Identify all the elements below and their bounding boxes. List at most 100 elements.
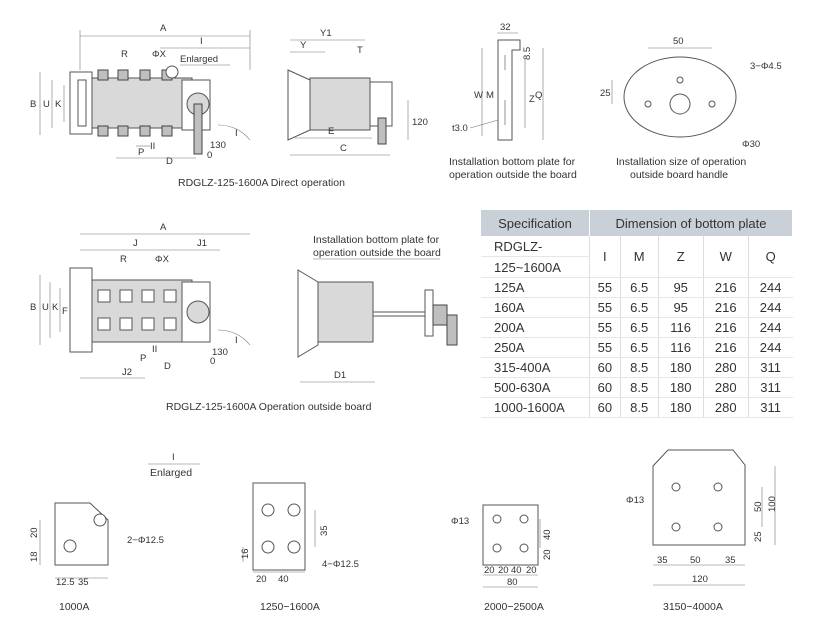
dim-label-d2: D bbox=[164, 361, 171, 372]
col-header-i: I bbox=[589, 236, 621, 278]
spec-cell: 250A bbox=[481, 337, 590, 358]
side-view-drawing: Y1 Y T E C 120 bbox=[287, 28, 428, 156]
enlarged-key-label: Enlarged bbox=[150, 467, 192, 479]
dim-label-130: 130 bbox=[210, 140, 226, 151]
t2000-d40: 40 bbox=[542, 529, 553, 540]
enlarged-key-i: I bbox=[172, 452, 175, 463]
t1000-caption: 1000A bbox=[59, 601, 89, 613]
t2000-caption: 2000−2500A bbox=[484, 601, 544, 613]
t3150-d35a: 35 bbox=[657, 555, 668, 566]
t1250-caption: 1250−1600A bbox=[260, 601, 320, 613]
value-cell-m: 6.5 bbox=[620, 297, 659, 318]
t3150-d25: 25 bbox=[753, 531, 764, 542]
t1000-d125: 12.5 bbox=[56, 577, 75, 588]
t1000-d20: 20 bbox=[29, 527, 40, 538]
dim-label-z: Z bbox=[529, 94, 535, 105]
spec-cell: 1000-1600A bbox=[481, 397, 590, 418]
dim-label-phix2: ΦX bbox=[155, 254, 170, 265]
terminal-1250-1600a: 35 16 20 40 4−Φ12.5 1250−1600A bbox=[240, 482, 359, 613]
t3150-d50b: 50 bbox=[690, 555, 701, 566]
value-cell-z: 180 bbox=[658, 357, 704, 378]
value-cell-w: 216 bbox=[703, 317, 749, 338]
table-model-row-2: 125~1600A bbox=[481, 256, 793, 278]
enlarged-label: Enlarged bbox=[180, 54, 218, 65]
value-cell-w: 216 bbox=[703, 337, 749, 358]
dim-label-d1: D1 bbox=[334, 370, 346, 381]
t2000-d40b: 40 bbox=[511, 565, 522, 576]
terminal-3150-4000a: Φ13 50 100 25 35 50 35 120 3150−4000A bbox=[626, 449, 778, 613]
value-cell-w: 280 bbox=[703, 357, 749, 378]
value-cell-m: 6.5 bbox=[620, 277, 659, 298]
t2000-d20d: 20 bbox=[526, 565, 537, 576]
dim-label-phix: ΦX bbox=[152, 49, 167, 60]
dim-label-i: I bbox=[200, 36, 203, 47]
value-cell-m: 8.5 bbox=[620, 397, 659, 418]
dim-label-0: 0 bbox=[207, 150, 212, 161]
dim-label-q: Q bbox=[535, 90, 542, 101]
t2000-phi: Φ13 bbox=[451, 516, 469, 527]
value-cell-i: 60 bbox=[589, 377, 621, 398]
caption-plate-top: Installation bottom plate for operation … bbox=[449, 156, 578, 181]
value-cell-m: 6.5 bbox=[620, 317, 659, 338]
t1000-d35: 35 bbox=[78, 577, 89, 588]
dim-label-130b: 130 bbox=[212, 347, 228, 358]
t3150-caption: 3150−4000A bbox=[663, 601, 723, 613]
value-cell-i: 60 bbox=[589, 357, 621, 378]
model-line-1: RDGLZ- bbox=[481, 236, 590, 257]
terminal-1000a: 20 18 12.5 35 2−Φ12.5 1000A bbox=[29, 502, 164, 613]
value-cell-m: 6.5 bbox=[620, 337, 659, 358]
dim-label-i-arc2: I bbox=[235, 335, 238, 346]
dim-label-50: 50 bbox=[673, 36, 684, 47]
value-cell-z: 116 bbox=[658, 337, 704, 358]
value-cell-i: 55 bbox=[589, 297, 621, 318]
t3150-phi: Φ13 bbox=[626, 495, 644, 506]
dim-label-p2: P bbox=[140, 353, 146, 364]
dim-label-j1: J1 bbox=[197, 238, 207, 249]
value-cell-m: 8.5 bbox=[620, 357, 659, 378]
value-cell-w: 280 bbox=[703, 377, 749, 398]
dim-label-b2: B bbox=[30, 302, 36, 313]
value-cell-w: 216 bbox=[703, 277, 749, 298]
phi30-label: Φ30 bbox=[742, 139, 760, 150]
handle-size-drawing: 50 25 3−Φ4.5 Φ30 Installation size of op… bbox=[600, 36, 782, 181]
dim-label-ii: II bbox=[150, 141, 155, 152]
dim-label-b: B bbox=[30, 99, 36, 110]
t1250-d40: 40 bbox=[278, 574, 289, 585]
dim-label-k2: K bbox=[52, 302, 59, 313]
spec-cell: 200A bbox=[481, 317, 590, 338]
terminal-2000-2500a: Φ13 40 20 20 20 40 20 80 2000−2500A bbox=[451, 504, 553, 613]
dim-label-u: U bbox=[43, 99, 50, 110]
dim-label-f: F bbox=[62, 306, 68, 317]
handle-holes-label: 3−Φ4.5 bbox=[750, 61, 782, 72]
spec-cell: 125A bbox=[481, 277, 590, 298]
t1000-d18: 18 bbox=[29, 551, 40, 562]
spec-cell: 315-400A bbox=[481, 357, 590, 378]
value-cell-q: 311 bbox=[748, 357, 793, 378]
t2000-d80: 80 bbox=[507, 577, 518, 588]
dim-label-p: P bbox=[138, 147, 144, 158]
dim-label-25: 25 bbox=[600, 88, 611, 99]
value-cell-q: 311 bbox=[748, 377, 793, 398]
col-header-q: Q bbox=[748, 236, 793, 278]
dim-label-i-arc: I bbox=[235, 128, 238, 139]
value-cell-q: 244 bbox=[748, 337, 793, 358]
dim-label-85: 8.5 bbox=[522, 47, 533, 60]
dim-label-y: Y bbox=[300, 40, 307, 51]
dim-label-j2: J2 bbox=[122, 367, 132, 378]
col-header-w: W bbox=[703, 236, 749, 278]
t1000-holes: 2−Φ12.5 bbox=[127, 535, 164, 546]
dim-label-ii2: II bbox=[152, 344, 157, 355]
value-cell-z: 95 bbox=[658, 297, 704, 318]
dim-label-u2: U bbox=[42, 302, 49, 313]
spec-cell: 500-630A bbox=[481, 377, 590, 398]
caption-plate-mid: Installation bottom plate for operation … bbox=[313, 234, 442, 259]
value-cell-m: 8.5 bbox=[620, 377, 659, 398]
value-cell-i: 60 bbox=[589, 397, 621, 418]
value-cell-i: 55 bbox=[589, 317, 621, 338]
mounting-plate-drawing: 32 8.5 W M Z Q t3.0 Installation bottom … bbox=[449, 22, 578, 181]
col-header-z: Z bbox=[658, 236, 704, 278]
